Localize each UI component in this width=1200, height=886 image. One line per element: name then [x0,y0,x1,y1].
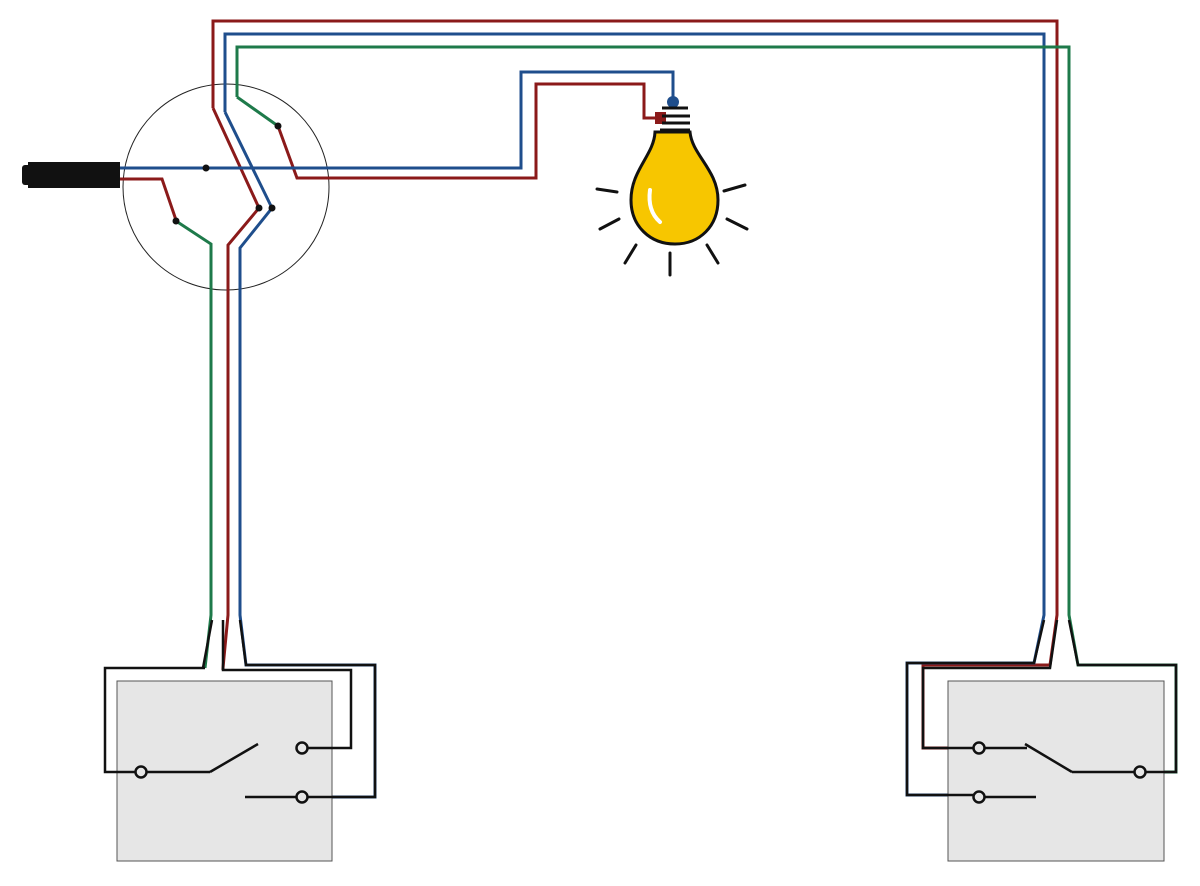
bulb-glass [629,130,720,246]
junction-terminal [202,164,210,172]
line-wire-junction-left [211,107,261,670]
supply-cable [22,162,120,188]
light-bulb-icon [595,96,749,277]
neutral-wire-top-run [223,32,1046,797]
switch-terminal-l1 [295,741,309,755]
switch-terminal-common [1133,765,1147,779]
bulb-highlight [647,188,662,224]
bulb-line-terminal [655,112,666,124]
line-wire-to-lamp [276,82,660,180]
switch-terminal-l2 [295,790,309,804]
two-way-switch-left [103,619,377,862]
two-way-switch-right [905,619,1178,862]
switch-terminal-l2 [972,790,986,804]
bulb-neutral-terminal [667,96,679,108]
line-wire-supply [120,177,178,221]
light-rays [595,183,749,277]
line-wires [120,19,1059,750]
junction-terminal [255,204,263,212]
switch-terminal-common [134,765,148,779]
junction-terminal [268,204,276,212]
neutral-wire-supply [120,70,675,170]
junction-terminal [274,122,282,130]
junction-terminals [172,122,282,225]
line-wire-top-run [211,19,1059,750]
traveler-wire-junction [236,95,279,128]
switch-terminal-l1 [972,741,986,755]
junction-terminal [172,217,180,225]
